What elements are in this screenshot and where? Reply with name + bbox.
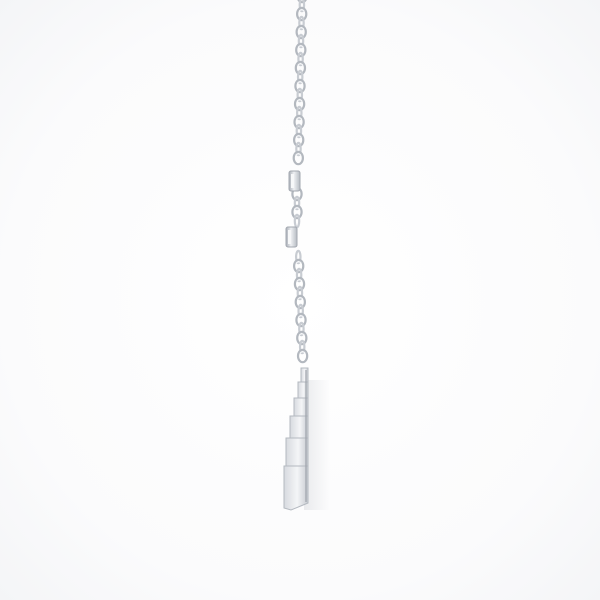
chain-link-highlight <box>294 207 300 210</box>
chain-link <box>294 249 302 265</box>
chain-link <box>295 123 303 139</box>
chain-link <box>296 330 308 346</box>
chain-link-highlight <box>296 279 303 282</box>
chain-link-highlight <box>297 45 304 48</box>
chain-link <box>294 60 307 76</box>
chain-link <box>298 321 305 337</box>
chain-link <box>295 105 303 121</box>
chain-link-highlight <box>295 135 302 138</box>
chain-link-highlight <box>296 99 303 102</box>
chain-link-highlight <box>298 27 305 30</box>
chain-link <box>293 213 301 229</box>
chain-link <box>295 42 307 58</box>
chain-link <box>293 258 305 274</box>
chain-link-highlight <box>297 81 303 84</box>
chain-link <box>297 0 307 4</box>
chain-link <box>296 69 304 85</box>
chain-link <box>297 303 305 319</box>
chain-link <box>295 312 307 328</box>
chain-link <box>293 114 305 130</box>
chain-link <box>298 15 305 31</box>
chain-connector-upper <box>288 170 301 192</box>
chain <box>291 0 309 364</box>
chain-link <box>292 150 304 166</box>
chain-link <box>295 24 307 40</box>
pendant-shadow <box>304 380 330 510</box>
chain-link-highlight <box>295 153 302 156</box>
chain-link <box>291 204 303 220</box>
chain-link <box>296 87 304 103</box>
chain-link <box>297 51 304 67</box>
chain-link <box>294 294 306 310</box>
chain-link <box>295 141 302 157</box>
chain-link <box>293 195 301 211</box>
chain-link <box>294 78 306 94</box>
chain-link-highlight <box>297 297 304 300</box>
chain-connector-lower <box>285 226 298 248</box>
chain-link-highlight <box>299 351 306 354</box>
chain-link-highlight <box>298 9 305 12</box>
chain-link-highlight <box>298 315 304 318</box>
chain-link-highlight <box>296 117 303 120</box>
chain-link <box>298 339 306 355</box>
chain-link <box>296 348 309 364</box>
chain-link <box>293 96 306 112</box>
chain-link-highlight <box>297 63 304 66</box>
chain-link <box>295 267 303 283</box>
chain-link <box>296 6 308 22</box>
chain-link <box>296 285 304 301</box>
chain-link <box>298 0 306 13</box>
chain-link <box>293 276 306 292</box>
chain-link-highlight <box>295 261 302 264</box>
chain-link <box>293 132 305 148</box>
chain-link <box>297 33 305 49</box>
chain-link-highlight <box>298 333 305 336</box>
stacked-bar-pendant <box>283 367 309 511</box>
